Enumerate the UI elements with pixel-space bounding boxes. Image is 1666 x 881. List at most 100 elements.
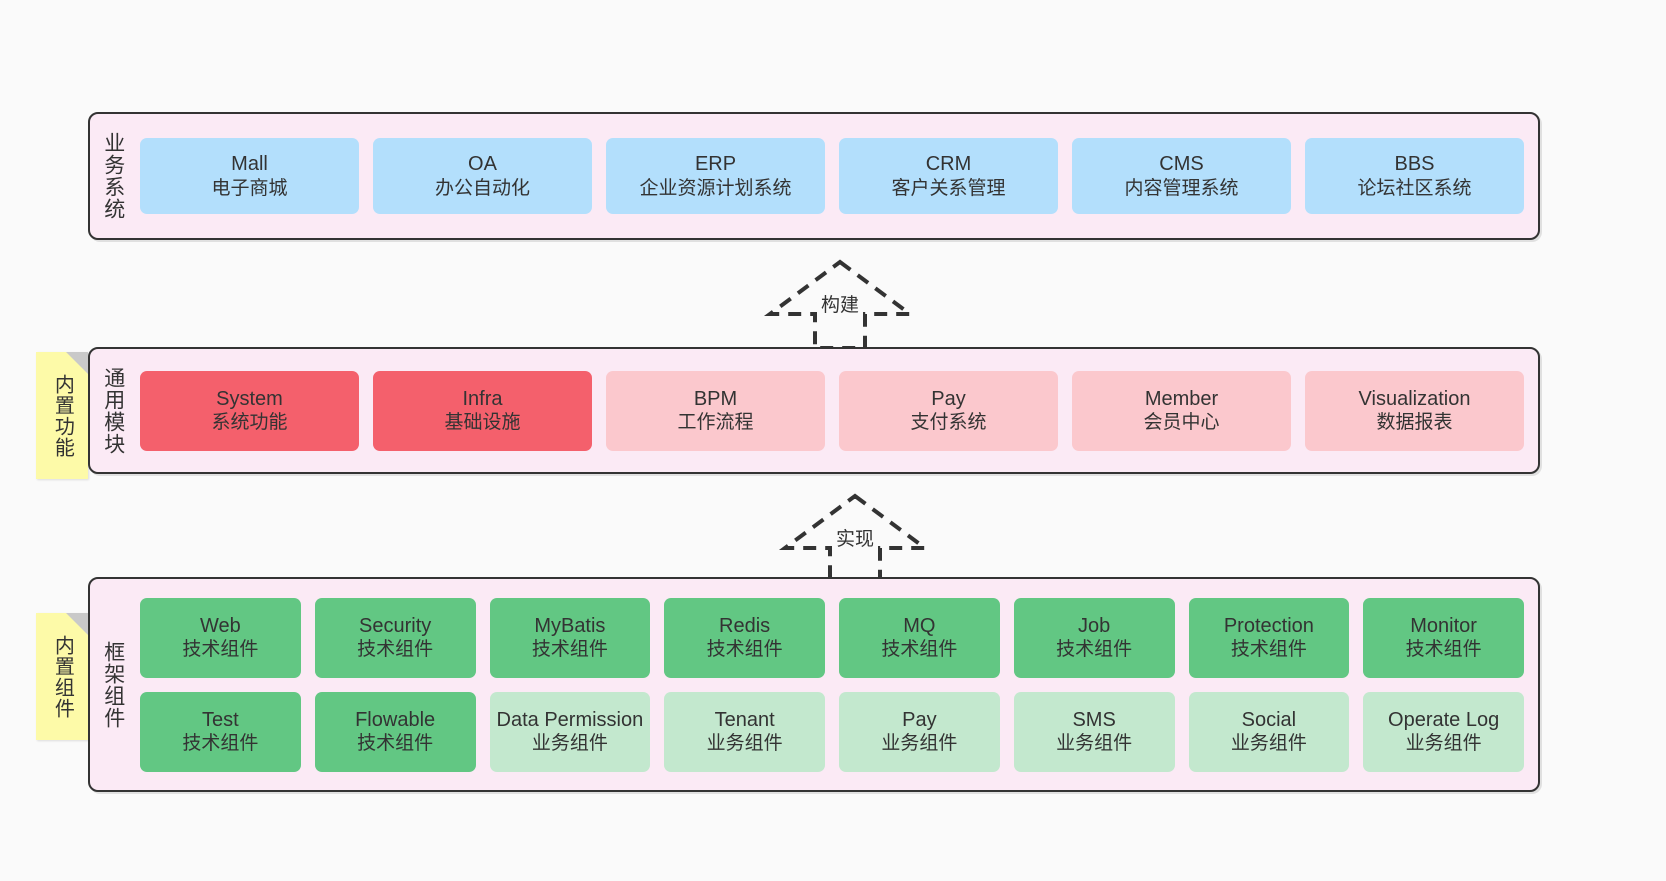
card-desc: 技术组件: [881, 639, 958, 661]
card-name: Flowable: [355, 708, 436, 731]
card-desc: 技术组件: [357, 733, 434, 755]
card-name: Member: [1144, 387, 1219, 410]
card-desc: 客户关系管理: [891, 177, 1006, 199]
card-desc: 技术组件: [1230, 639, 1307, 661]
card-name: Tenant: [714, 708, 775, 731]
card-name: Operate Log: [1388, 708, 1500, 731]
card-name: Web: [199, 614, 241, 637]
generalization-arrow-build-icon: 构建: [760, 258, 920, 350]
arrow-build-label: 构建: [820, 295, 859, 316]
card-desc: 技术组件: [531, 639, 608, 661]
card-desc: 工作流程: [677, 412, 754, 434]
layer-business-title: 业务系统: [101, 132, 125, 220]
card-name: Mall: [231, 153, 268, 176]
card-desc: 会员中心: [1143, 412, 1220, 434]
card-name: Security: [359, 614, 432, 637]
card-desc: 技术组件: [182, 639, 259, 661]
card-name: BPM: [693, 387, 738, 410]
card-name: ERP: [694, 153, 737, 176]
card-desc: 企业资源计划系统: [639, 177, 792, 199]
card-desc: 论坛社区系统: [1357, 177, 1472, 199]
layer-common-title: 通用模块: [101, 366, 125, 455]
card-name: CMS: [1159, 153, 1204, 176]
card-name: BBS: [1394, 153, 1435, 176]
card-name: Infra: [462, 387, 503, 410]
card-desc: 技术组件: [357, 639, 434, 661]
card-desc: 技术组件: [1056, 639, 1133, 661]
card-desc: 办公自动化: [434, 177, 530, 199]
card-desc: 系统功能: [211, 412, 288, 434]
card-name: Test: [202, 708, 239, 731]
card-desc: 基础设施: [444, 412, 521, 434]
card-desc: 业务组件: [531, 733, 608, 755]
generalization-arrow-implement-icon: 实现: [775, 492, 935, 584]
card-desc: 业务组件: [1230, 733, 1307, 755]
card-desc: 内容管理系统: [1124, 177, 1239, 199]
card-desc: 业务组件: [1056, 733, 1133, 755]
card-desc: 技术组件: [1405, 639, 1482, 661]
card-name: MQ: [903, 614, 936, 637]
card-name: MyBatis: [534, 614, 606, 637]
card-name: Social: [1241, 708, 1297, 731]
sticky-note-builtin-functions: 内置功能: [36, 352, 88, 479]
card-desc: 技术组件: [706, 639, 783, 661]
card-desc: 业务组件: [881, 733, 958, 755]
card-name: Pay: [931, 387, 966, 410]
card-name: System: [216, 387, 283, 410]
card-desc: 业务组件: [1405, 733, 1482, 755]
card-desc: 电子商城: [211, 177, 288, 199]
card-name: Data Permission: [496, 708, 644, 731]
card-name: Visualization: [1358, 387, 1471, 410]
arrow-implement-label: 实现: [835, 529, 874, 550]
card-desc: 业务组件: [706, 733, 783, 755]
card-name: CRM: [925, 153, 972, 176]
sticky-note-builtin-components: 内置组件: [36, 613, 88, 740]
card-name: Protection: [1223, 614, 1314, 637]
note-components-label: 内置组件: [51, 634, 74, 719]
card-name: Redis: [719, 614, 771, 637]
card-desc: 技术组件: [182, 733, 259, 755]
card-name: Job: [1078, 614, 1111, 637]
card-name: Monitor: [1410, 614, 1477, 637]
card-desc: 支付系统: [910, 412, 987, 434]
card-name: Pay: [902, 708, 937, 731]
